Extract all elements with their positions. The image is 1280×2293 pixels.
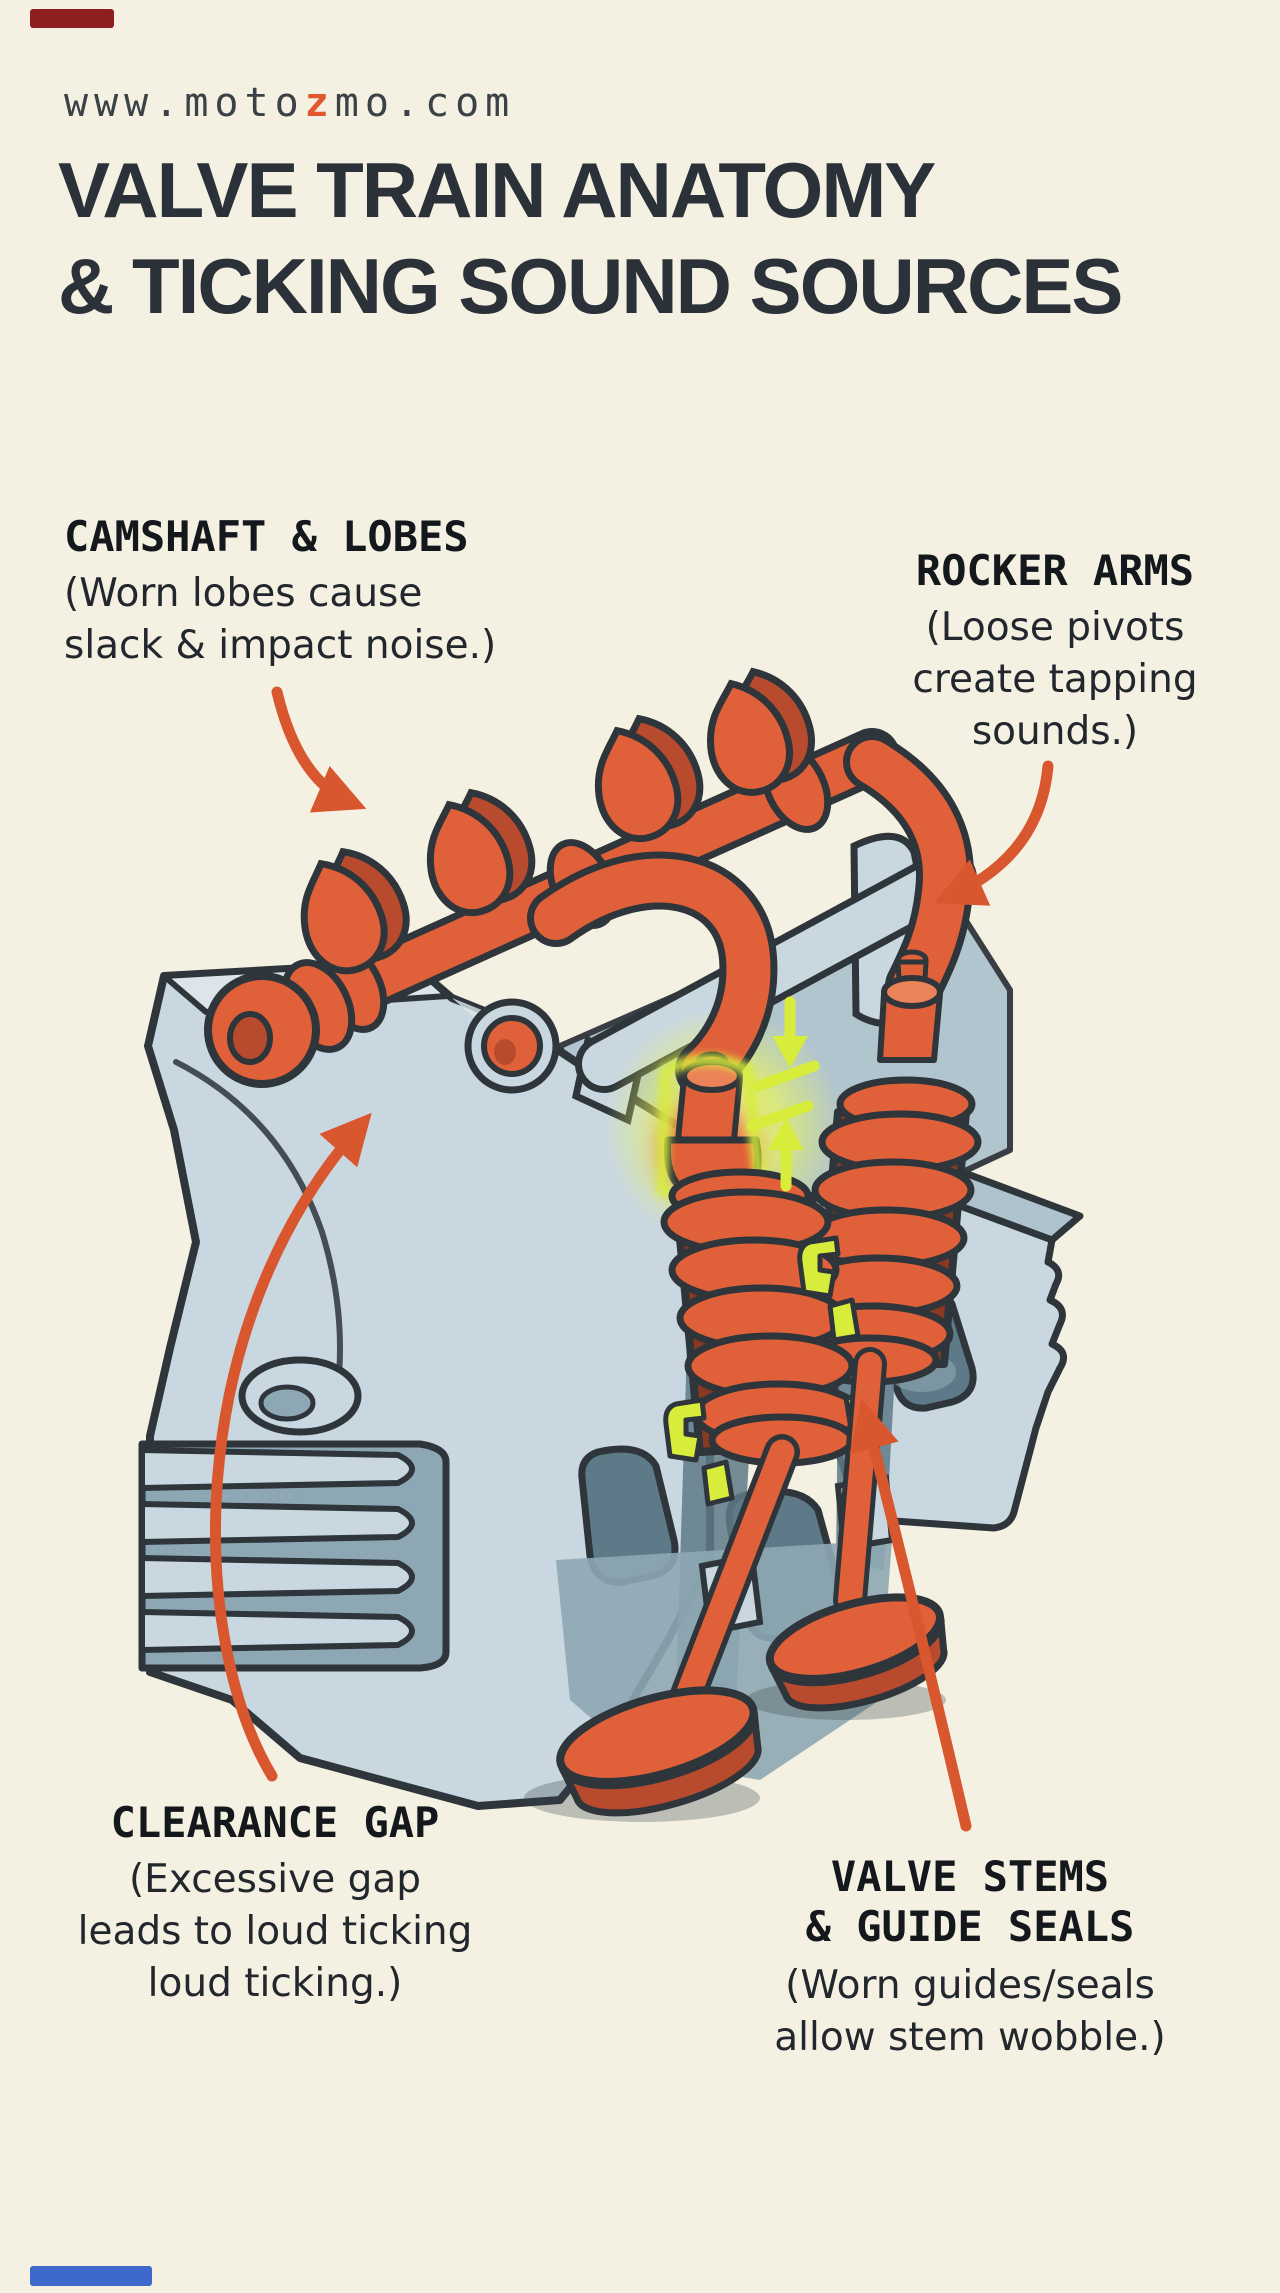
callout-clearance-heading: CLEARANCE GAP (110, 1798, 440, 1847)
page-title: VALVE TRAIN ANATOMY & TICKING SOUND SOUR… (58, 142, 1123, 334)
camshaft-arrow (271, 686, 367, 813)
callout-clearance-line1: (Excessive gap (128, 1857, 422, 1902)
callout-arrows (210, 686, 1054, 1832)
callout-camshaft: CAMSHAFT & LOBES (Worn lobes cause slack… (64, 512, 496, 672)
bottom-accent-bar (30, 2266, 152, 2286)
callout-camshaft-line2: slack & impact noise.) (64, 623, 497, 668)
site-url-accent: z (304, 80, 335, 126)
rocker-arms-arrow (933, 760, 1054, 906)
valve-stems-arrow (849, 1398, 972, 1832)
page-title-line2: & TICKING SOUND SOURCES (58, 242, 1123, 330)
site-url-prefix: www.moto (64, 80, 305, 126)
callout-valve-stems: VALVE STEMS & GUIDE SEALS (Worn guides/s… (740, 1852, 1200, 2064)
callout-clearance-line2: leads to loud ticking (77, 1909, 473, 1954)
top-accent-bar (30, 9, 114, 28)
page-title-line1: VALVE TRAIN ANATOMY (58, 146, 936, 234)
clearance-gap-arrow (210, 1112, 372, 1782)
callout-valvestems-line2: allow stem wobble.) (774, 2015, 1166, 2060)
callout-clearance-gap: CLEARANCE GAP (Excessive gap leads to lo… (50, 1798, 500, 2010)
site-url-suffix: mo.com (334, 80, 516, 126)
valve-stems-and-heads (524, 1347, 948, 1822)
callout-rocker-line1: (Loose pivots (925, 605, 1185, 650)
callout-rocker-line3: sounds.) (971, 709, 1139, 754)
callout-clearance-line3: loud ticking.) (147, 1961, 403, 2006)
site-url: www.motozmo.com (64, 80, 515, 126)
callout-valvestems-heading-line2: & GUIDE SEALS (805, 1902, 1135, 1951)
callout-camshaft-heading: CAMSHAFT & LOBES (64, 512, 469, 561)
clearance-gap-indicator (746, 996, 820, 1192)
callout-valvestems-heading-line1: VALVE STEMS (830, 1852, 1110, 1901)
callout-rocker-line2: create tapping (912, 657, 1198, 702)
callout-valvestems-line1: (Worn guides/seals (785, 1963, 1155, 2008)
callout-camshaft-line1: (Worn lobes cause (64, 571, 423, 616)
callout-rocker-heading: ROCKER ARMS (915, 546, 1195, 595)
callout-rocker-arms: ROCKER ARMS (Loose pivots create tapping… (860, 546, 1250, 758)
